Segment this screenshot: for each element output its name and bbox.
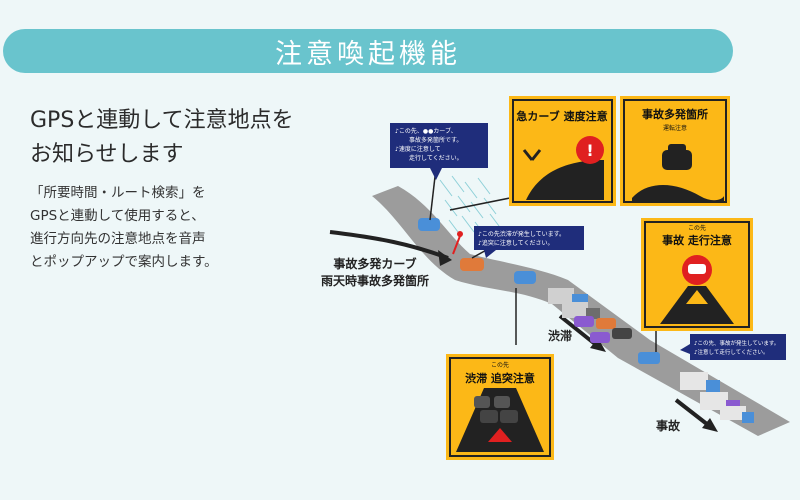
headline: GPSと連動して注意地点を お知らせします [30, 104, 370, 172]
sign-accident-spot: 事故多発箇所 運転注意 [620, 96, 730, 206]
sign-congestion: この先 渋滞 追突注意 [446, 354, 554, 460]
description-line-2: GPSと連動して使用すると、 [30, 208, 205, 224]
label-accident: 事故 [656, 418, 681, 433]
popup-top: ♪この先、●●カーブ、 事故多発箇所です。 ♪速度に注意して 走行してください。 [390, 123, 488, 180]
road-ahead-icon [660, 286, 734, 324]
collision-burst-icon [488, 428, 512, 442]
banner-title: 注意喚起機能 [3, 29, 733, 73]
direction-arrows [329, 230, 718, 432]
headline-line-2: お知らせします [30, 142, 184, 167]
sign-accident-ahead: この先 事故 走行注意 [641, 218, 753, 331]
headline-line-1: GPSと連動して注意地点を [30, 108, 294, 133]
description-line-3: 進行方向先の注意地点を音声 [30, 231, 206, 247]
car-icon [662, 150, 692, 170]
sign-congestion-title: 渋滞 追突注意 [465, 371, 535, 385]
popup-right-line-2: ♪注意して走行してください。 [694, 348, 769, 356]
sign-sharp-curve: 急カーブ 速度注意 ! [509, 96, 616, 206]
sign-sharp-curve-title: 急カーブ 速度注意 [516, 109, 607, 123]
label-rainy-accident-spot: 雨天時事故多発箇所 [321, 273, 429, 288]
popup-right-line-1: ♪この先、事故が発生しています。 [694, 339, 779, 347]
popup-right: ♪この先、事故が発生しています。 ♪注意して走行してください。 [680, 334, 786, 360]
sign-accident-spot-title: 事故多発箇所 [642, 107, 708, 121]
warning-burst-icon [576, 136, 604, 164]
label-accident-curve: 事故多発カーブ [333, 256, 416, 271]
sign-congestion-small: この先 [491, 361, 509, 369]
sign-accident-spot-subtitle: 運転注意 [663, 124, 687, 132]
popup-middle-line-2: ♪追突に注意してください。 [478, 239, 553, 247]
label-congestion: 渋滞 [548, 328, 572, 343]
popup-top-line-1: ♪この先、●●カーブ、 [395, 127, 457, 135]
popup-top-line-4: 走行してください。 [409, 154, 463, 162]
car-icon [474, 396, 490, 408]
sign-accident-ahead-small: この先 [688, 224, 706, 232]
svg-text:!: ! [586, 141, 593, 160]
description-line-4: とポップアップで案内します。 [30, 254, 218, 270]
popup-middle-line-1: ♪この先渋滞が発生しています。 [478, 230, 565, 238]
skid-road-icon [632, 185, 724, 202]
popup-top-line-3: ♪速度に注意して [395, 145, 441, 153]
sign-accident-ahead-title: 事故 走行注意 [662, 233, 732, 247]
curve-road-icon [526, 160, 604, 200]
popup-top-line-2: 事故多発箇所です。 [409, 136, 462, 144]
caution-marker-icon [452, 231, 463, 255]
description: 「所要時間・ルート検索」を GPSと連動して使用すると、 進行方向先の注意地点を… [30, 182, 290, 274]
description-line-1: 「所要時間・ルート検索」を [30, 185, 206, 201]
popup-middle: ♪この先渋滞が発生しています。 ♪追突に注意してください。 [474, 226, 584, 258]
cars [418, 218, 754, 423]
